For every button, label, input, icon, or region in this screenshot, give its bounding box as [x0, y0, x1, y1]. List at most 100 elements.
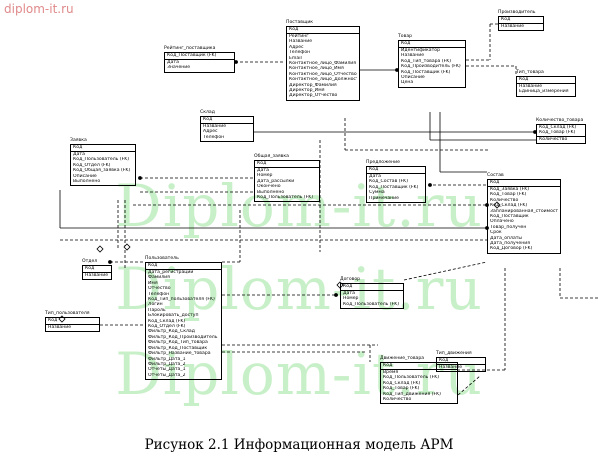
entity-attribute: Телефон [203, 134, 225, 140]
entity-title: Производитель [498, 10, 536, 15]
entity-attribute: Код_Склад (FK) [490, 203, 528, 209]
site-label: diplom-it.ru [4, 2, 74, 16]
entity-key: Код [48, 318, 58, 323]
entity-attribute: Название [401, 53, 425, 59]
entity-attribute: Код_Склад (FK) [148, 318, 186, 324]
entity-attribute: Директор_Имя [289, 88, 325, 94]
watermark: Diplom-it.ru [115, 255, 483, 323]
entity-title: Заявка [70, 138, 87, 143]
entity-attribute: Описание [73, 173, 97, 179]
entity-attribute: Код_Тип_товара (FK) [401, 58, 452, 64]
entity-attribute: Единица_измерения [519, 89, 569, 95]
entity-attribute: Название [439, 365, 463, 370]
entity-title: Товар [398, 34, 413, 39]
entity-attribute: Код_Склад (FK) [383, 380, 421, 386]
entity-attribute: Директор_Фамилия [289, 82, 337, 88]
watermark: Diplom-it.ru [115, 172, 483, 240]
entity-attribute: Название [501, 24, 525, 29]
entity-attribute: Окончено [257, 184, 281, 190]
entity-key: Код [148, 263, 158, 268]
entity-attribute: Email [289, 55, 302, 61]
entity-attribute: Номер [257, 173, 273, 179]
entity-attribute: Название [48, 325, 72, 330]
entity-attribute: Директор_Отчество [289, 93, 338, 99]
relation-diamond [493, 201, 501, 209]
entity-attribute: Дата [343, 291, 355, 296]
entity-title: Состав [487, 173, 504, 178]
entity-attribute: Код_Пользователь (FK) [343, 301, 400, 307]
entity-attribute: Дата [167, 60, 179, 65]
entity-attribute: Описание [401, 75, 425, 81]
entity-key: Код [257, 161, 267, 166]
relation-end [108, 260, 112, 264]
entity-attribute: Телефон [148, 291, 170, 297]
relation-diamond [123, 243, 131, 251]
entity-title: Рейтинг_поставщика [164, 46, 216, 51]
entity-attribute: Код_Поставщик [490, 214, 529, 220]
entity-attribute: Название [519, 84, 543, 89]
entity-attribute: Контактное_лицо_Должность [289, 77, 357, 83]
entity-attribute: Код_Пользователь (FK) [257, 195, 314, 201]
entity-attribute: Фамилия [148, 275, 170, 281]
entity-attribute: Фильтр_Код_Склад [148, 329, 195, 335]
entity-attribute: Название [203, 124, 227, 129]
entity-attribute: Контактное_лицо_Отчество [289, 71, 357, 77]
relation-end [334, 293, 338, 297]
entity-reiting: Рейтинг_поставщика Код_Поставщик (FK)Дат… [164, 46, 235, 73]
entity-attribute: Срок [490, 230, 502, 236]
entity-attribute: Название [289, 39, 313, 45]
entity-attribute: Отчеты_Дата_1 [148, 367, 186, 373]
entity-key: Код [369, 167, 379, 172]
entity-title: Движение_товара [380, 356, 425, 361]
entity-title: Общая_заявка [254, 154, 289, 159]
entity-attribute: Код_Пользователь (FK) [383, 375, 440, 381]
entity-attribute: Пароль [148, 307, 166, 313]
entity-attribute: Код_Тип_пользователя (FK) [148, 297, 215, 303]
entity-attribute: Фильтр_Код_Производитель [148, 334, 218, 340]
entity-title: Тип_движения [436, 351, 472, 356]
entity-attribute: Код_Заявка (FK) [490, 187, 530, 192]
entity-attribute: Код_Поставщик (FK) [401, 69, 451, 75]
entity-attribute: Фильтр_Код_Поставщик [148, 345, 208, 351]
entity-attribute: Отчеты_Дата_2 [148, 372, 186, 378]
entity-attribute: Код_Товар (FK) [383, 386, 420, 392]
relation-line [457, 375, 481, 396]
entity-attribute: Адрес [289, 44, 304, 50]
entity-attribute: Логин [148, 302, 163, 308]
relation-diamond [96, 245, 104, 253]
entity-attribute: Адрес [203, 129, 218, 135]
entity-attribute: Примечание [369, 195, 399, 201]
entity-key: Код_Товар (FK) [539, 130, 576, 136]
entity-key: Код [519, 77, 529, 82]
entity-attribute: Выполнено [73, 179, 101, 185]
entity-attribute: Дата_оплаты [490, 235, 523, 241]
entity-attribute: Отчество [148, 286, 171, 292]
entity-key: Код [203, 117, 213, 122]
entity-attribute: Дата_регистрации [148, 270, 194, 275]
entity-kolichestvo: Количество_товара Код_Склад (FK)Код_Това… [536, 118, 586, 145]
entity-attribute: Блокировать_доступ [148, 313, 199, 319]
entity-title: Количество_товара [536, 118, 584, 123]
entity-key: Код [439, 358, 449, 363]
entity-title: Склад [200, 110, 215, 115]
entity-attribute: Дата [369, 174, 381, 179]
entity-attribute: Дата_рассылки [257, 178, 295, 184]
entity-title: Тип_товара [516, 70, 544, 75]
entity-title: Договор [340, 277, 361, 282]
entity-attribute: Значение [167, 65, 191, 71]
relation-end [428, 183, 432, 187]
entity-attribute: Код_Тип_движения (FK) [383, 391, 441, 397]
entity-key: Код [85, 266, 95, 271]
